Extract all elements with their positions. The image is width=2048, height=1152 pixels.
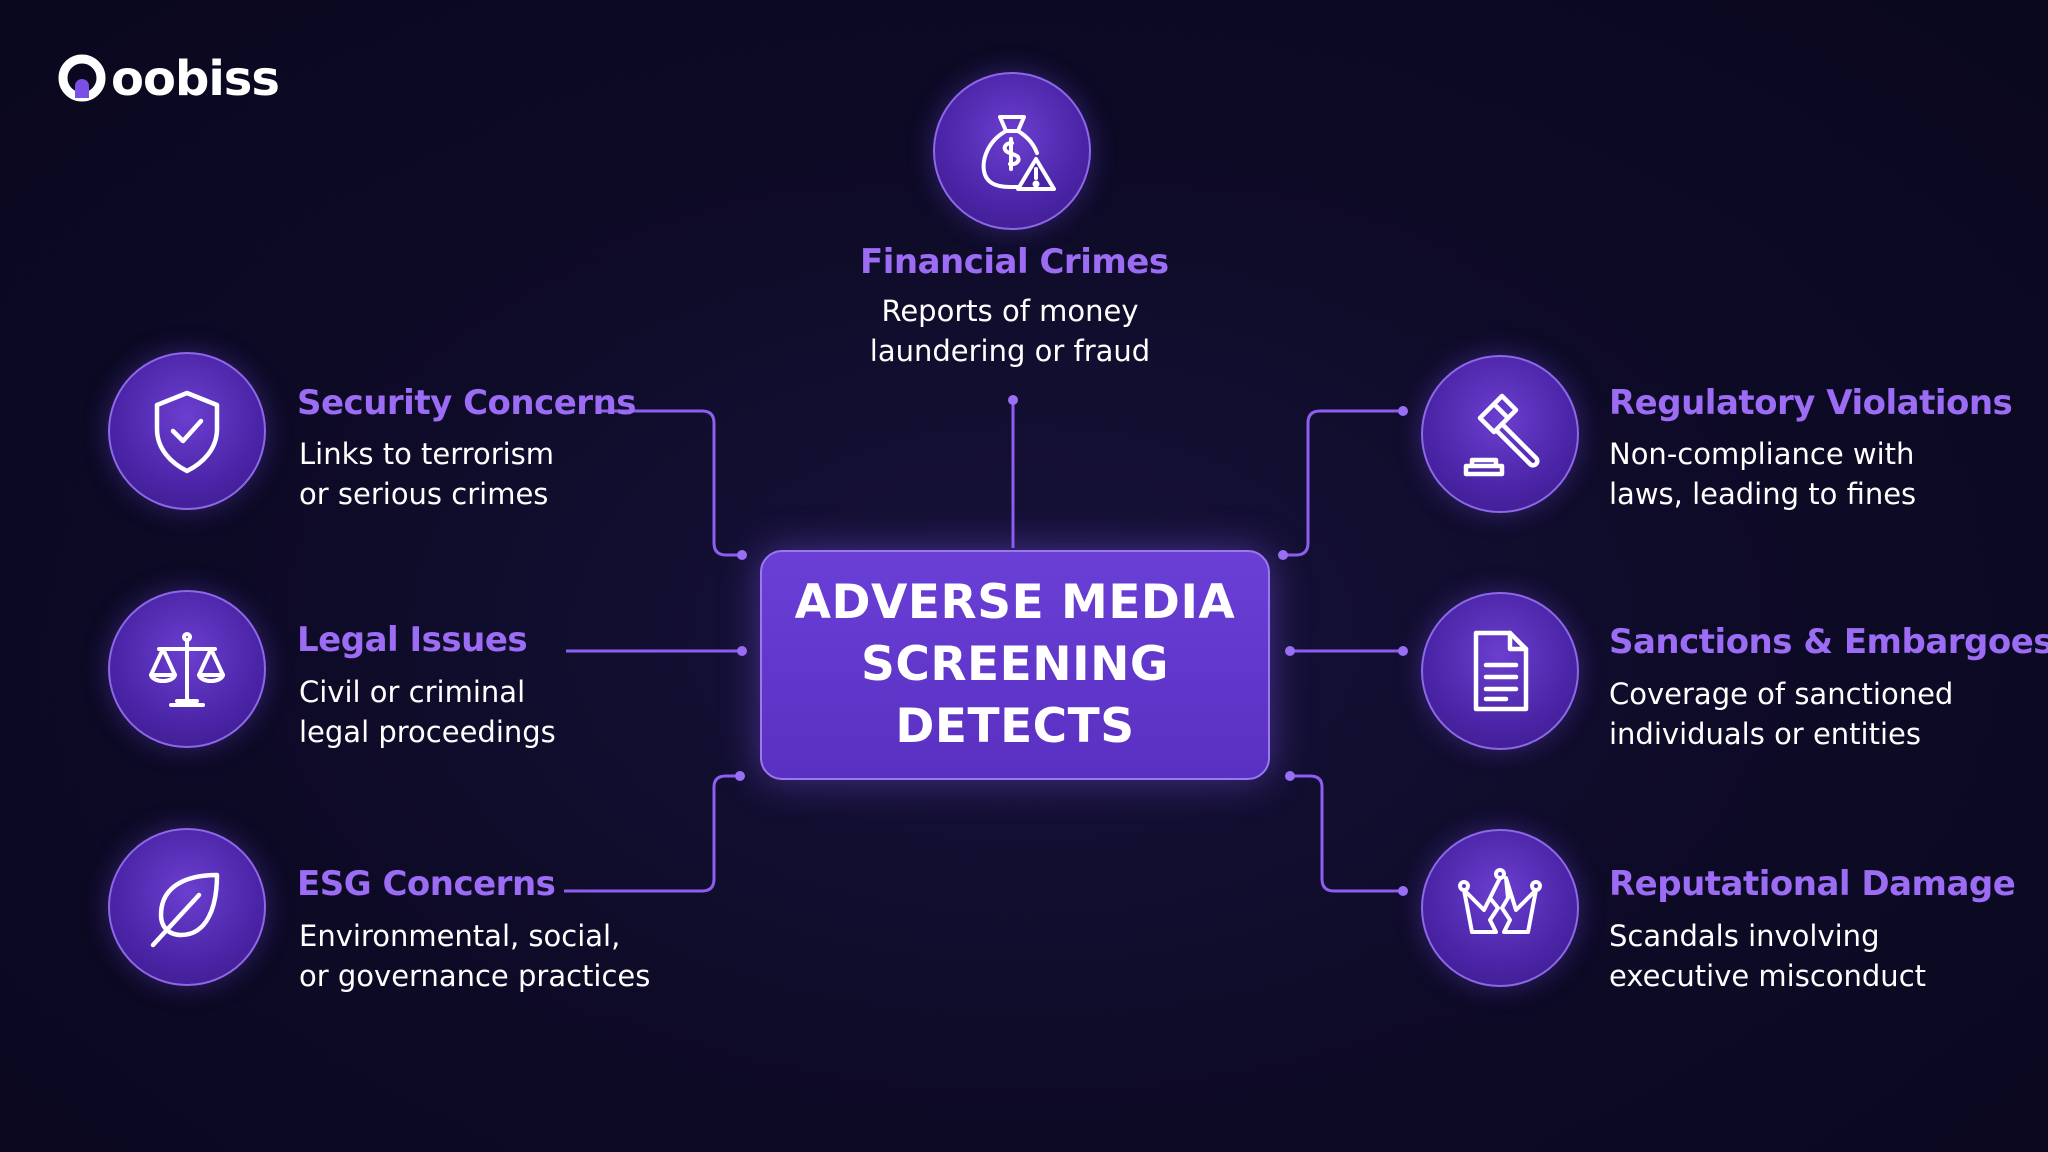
connector-dot xyxy=(1285,646,1295,656)
connector-dot xyxy=(1398,646,1408,656)
connector-reputational xyxy=(1290,774,1403,893)
desc-security: Links to terrorism or serious crimes xyxy=(299,437,555,511)
logo-q-icon xyxy=(58,54,106,102)
connector-esg xyxy=(564,774,740,893)
gavel-icon xyxy=(1421,355,1579,513)
title-esg: ESG Concerns xyxy=(297,864,556,904)
document-icon xyxy=(1421,592,1579,750)
money-bag-warning-icon xyxy=(933,72,1091,230)
leaf-icon xyxy=(108,828,266,986)
center-box: ADVERSE MEDIA SCREENING DETECTS xyxy=(760,550,1270,780)
connector-dot xyxy=(1278,550,1288,560)
connector-dot xyxy=(1398,406,1408,416)
title-reputational: Reputational Damage xyxy=(1609,864,2016,904)
desc-reputational: Scandals involving executive misconduct xyxy=(1609,919,1927,993)
shield-check-icon xyxy=(108,352,266,510)
brand-logo: oobiss xyxy=(55,51,280,107)
center-title: ADVERSE MEDIA SCREENING DETECTS xyxy=(794,575,1236,754)
connector-security xyxy=(601,409,742,557)
connector-regulatory xyxy=(1283,409,1403,557)
connector-dot xyxy=(737,550,747,560)
title-legal: Legal Issues xyxy=(297,620,528,660)
connector-dot xyxy=(1285,771,1295,781)
scales-icon xyxy=(108,590,266,748)
connector-dot xyxy=(1398,886,1408,896)
connector-dot xyxy=(735,771,745,781)
desc-esg: Environmental, social, or governance pra… xyxy=(299,919,651,993)
desc-financial: Reports of money laundering or fraud xyxy=(869,294,1151,368)
title-regulatory: Regulatory Violations xyxy=(1609,383,2013,423)
title-security: Security Concerns xyxy=(297,383,637,423)
title-sanctions: Sanctions & Embargoes xyxy=(1609,622,2048,662)
desc-regulatory: Non-compliance with laws, leading to fin… xyxy=(1609,437,1917,511)
desc-legal: Civil or criminal legal proceedings xyxy=(299,675,556,749)
title-financial: Financial Crimes xyxy=(860,242,1169,282)
brand-name: oobiss xyxy=(111,51,280,107)
connector-dot xyxy=(737,646,747,656)
broken-crown-icon xyxy=(1421,829,1579,987)
desc-sanctions: Coverage of sanctioned individuals or en… xyxy=(1609,677,1954,751)
connector-dot xyxy=(1008,395,1018,405)
